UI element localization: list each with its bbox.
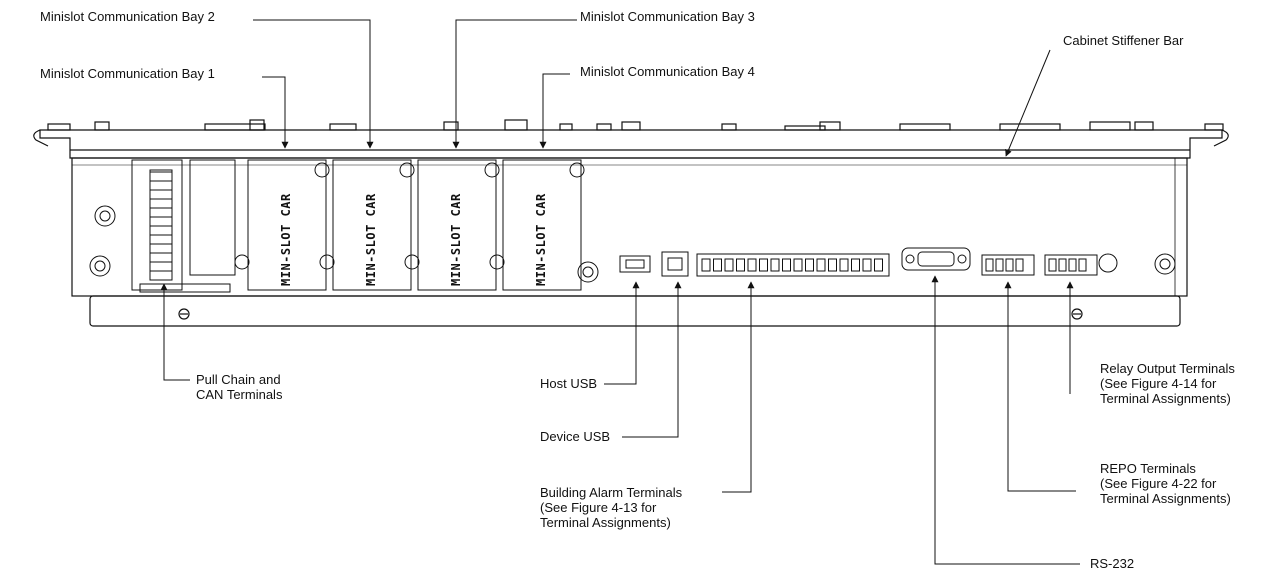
alarm-terminal-cell (759, 258, 768, 272)
callout-stiffener-bar-text: Cabinet Stiffener Bar (1063, 33, 1184, 48)
callout-bay-4-text: Minislot Communication Bay 4 (580, 64, 755, 79)
repo-terminals (981, 254, 1035, 276)
host-usb-port (619, 255, 651, 273)
callout-pull-chain: Pull Chain and CAN Terminals (196, 372, 282, 402)
minislot-bay-2-label: MIN-SLOT CAR (364, 193, 378, 286)
callout-pull-chain-line-1: Pull Chain and (196, 372, 281, 387)
chassis (71, 157, 1188, 327)
callout-repo-line-2: (See Figure 4-22 for (1100, 476, 1217, 491)
callout-relay-output-line-2: (See Figure 4-14 for (1100, 376, 1217, 391)
alarm-terminal-cell (724, 258, 734, 272)
callout-repo-line-1: REPO Terminals (1100, 461, 1196, 476)
cabinet-stiffener-bar (33, 119, 1229, 159)
callout-rs232: RS-232 (1090, 556, 1134, 571)
callout-device-usb-text: Device USB (540, 429, 611, 444)
callout-bay-1-text: Minislot Communication Bay 1 (40, 66, 215, 81)
alarm-terminal-cell (874, 258, 883, 272)
callout-pull-chain-line-2: CAN Terminals (196, 387, 283, 402)
minislot-bay-3-label: MIN-SLOT CAR (449, 193, 463, 286)
callout-bay-3-text: Minislot Communication Bay 3 (580, 9, 755, 24)
right-panel-components (577, 247, 1176, 283)
callout-relay-output-line-1: Relay Output Terminals (1100, 361, 1235, 376)
callout-building-alarm-line-2: (See Figure 4-13 for (540, 500, 657, 515)
alarm-terminal-cell (747, 258, 757, 272)
relay-terminal-cell (1078, 258, 1087, 272)
alarm-terminal-cell (862, 258, 872, 272)
minislot-bay-4-label: MIN-SLOT CAR (534, 193, 548, 286)
callout-host-usb: Host USB (540, 376, 597, 391)
pull-chain-can-terminal-block (131, 159, 236, 293)
alarm-terminal-cell (736, 258, 745, 272)
building-alarm-terminals (696, 253, 890, 277)
relay-terminal-cell (995, 258, 1004, 272)
relay-terminal-cell (1015, 258, 1024, 272)
minislot-bay-4: MIN-SLOT CAR (489, 159, 585, 291)
minislot-bay-3: MIN-SLOT CAR (404, 159, 500, 291)
relay-terminal-cell (1058, 258, 1067, 272)
alarm-terminal-cell (851, 258, 860, 272)
callout-building-alarm: Building Alarm Terminals (See Figure 4-1… (540, 485, 682, 530)
minislot-bay-1-label: MIN-SLOT CAR (279, 193, 293, 286)
alarm-terminal-cell (805, 258, 814, 272)
alarm-terminal-cell (770, 258, 780, 272)
callout-rs232-text: RS-232 (1090, 556, 1135, 571)
callout-bay-2: Minislot Communication Bay 2 (40, 9, 215, 24)
device-usb-port (661, 251, 689, 277)
callout-building-alarm-line-1: Building Alarm Terminals (540, 485, 683, 500)
callout-bay-3: Minislot Communication Bay 3 (580, 9, 755, 24)
alarm-terminal-cell (816, 258, 826, 272)
alarm-terminal-cell (839, 258, 849, 272)
callout-building-alarm-line-3: Terminal Assignments) (540, 515, 671, 530)
relay-terminal-cell (985, 258, 994, 272)
minislot-bay-2: MIN-SLOT CAR (319, 159, 415, 291)
callout-relay-output: Relay Output Terminals (See Figure 4-14 … (1100, 361, 1235, 406)
alarm-terminal-cell (701, 258, 711, 272)
alarm-terminal-cell (713, 258, 722, 272)
callout-repo: REPO Terminals (See Figure 4-22 for Term… (1100, 461, 1231, 506)
callout-device-usb: Device USB (540, 429, 610, 444)
alarm-terminal-cell (828, 258, 837, 272)
callout-relay-output-line-3: Terminal Assignments) (1100, 391, 1231, 406)
left-mounting-hardware (89, 205, 116, 277)
callout-bay-4: Minislot Communication Bay 4 (580, 64, 755, 79)
callout-bay-1: Minislot Communication Bay 1 (40, 66, 215, 81)
callout-bay-2-text: Minislot Communication Bay 2 (40, 9, 215, 24)
relay-output-terminals (1044, 254, 1098, 276)
relay-terminal-cell (1048, 258, 1057, 272)
alarm-terminal-cell (793, 258, 803, 272)
callout-stiffener-bar: Cabinet Stiffener Bar (1063, 33, 1183, 48)
callout-leaders (160, 19, 1080, 565)
relay-terminal-cell (1005, 258, 1014, 272)
minislot-bay-1: MIN-SLOT CAR (234, 159, 330, 291)
alarm-terminal-cell (782, 258, 791, 272)
relay-terminal-cell (1068, 258, 1077, 272)
rs232-connector (901, 247, 971, 271)
callout-host-usb-text: Host USB (540, 376, 598, 391)
callout-repo-line-3: Terminal Assignments) (1100, 491, 1231, 506)
